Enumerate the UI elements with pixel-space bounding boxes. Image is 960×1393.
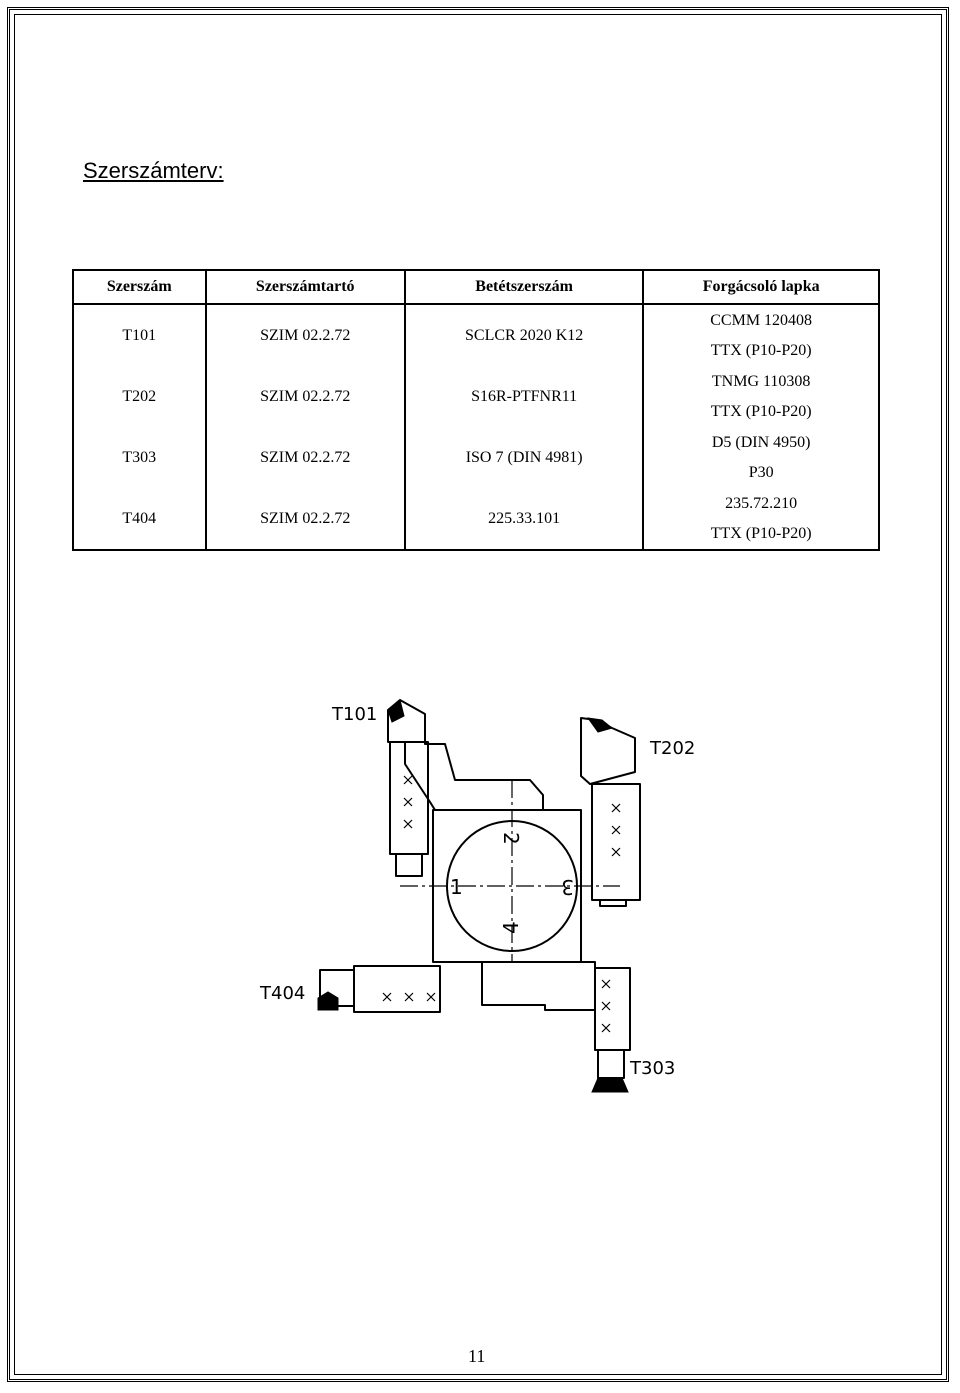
insert-line-1: CCMM 120408	[710, 311, 813, 329]
label-t101: T101	[331, 704, 377, 725]
position-1: 1	[450, 875, 463, 899]
insert-line-1: 235.72.210	[725, 494, 798, 512]
cell-insert-tool: S16R-PTFNR11	[403, 366, 644, 427]
insert-line-1: TNMG 110308	[711, 372, 811, 390]
insert-t101-icon	[387, 699, 405, 723]
tool-t303	[481, 961, 631, 1079]
label-t202: T202	[649, 738, 695, 759]
cell-tool: T404	[122, 509, 157, 527]
cell-holder: SZIM 02.2.72	[204, 488, 405, 550]
table-row: T303 SZIM 02.2.72 ISO 7 (DIN 4981) D5 (D…	[73, 427, 879, 488]
page-border-inner	[14, 14, 942, 1375]
label-t404: T404	[259, 983, 305, 1004]
tool-t202	[580, 717, 641, 907]
tool-table: Szerszám Szerszámtartó Betétszerszám For…	[72, 269, 880, 551]
insert-line-2: P30	[748, 463, 774, 481]
position-4: 4	[499, 921, 523, 934]
insert-t303-icon	[591, 1077, 629, 1093]
position-2: 2	[499, 832, 523, 845]
clamp-crosses	[382, 775, 621, 1033]
label-t303: T303	[629, 1058, 675, 1079]
cell-insert-tool: ISO 7 (DIN 4981)	[403, 427, 644, 488]
cell-insert-tool: SCLCR 2020 K12	[403, 304, 644, 366]
insert-t404-icon	[317, 991, 339, 1011]
insert-line-1: D5 (DIN 4950)	[711, 433, 811, 451]
header-insert-tool: Betétszerszám	[403, 269, 645, 305]
table-row: T202 SZIM 02.2.72 S16R-PTFNR11 TNMG 1103…	[73, 366, 879, 427]
page-number: 11	[468, 1346, 486, 1366]
cell-holder: SZIM 02.2.72	[204, 366, 405, 427]
cell-holder: SZIM 02.2.72	[204, 304, 405, 366]
tool-t101	[387, 699, 544, 877]
page-title: Szerszámterv:	[83, 158, 224, 183]
table-header-row: Szerszám Szerszámtartó Betétszerszám For…	[72, 269, 880, 305]
cell-tool: T303	[122, 448, 157, 466]
header-holder: Szerszámtartó	[204, 269, 406, 305]
insert-t202-icon	[586, 717, 614, 733]
header-cutting-insert: Forgácsoló lapka	[642, 269, 880, 305]
insert-line-2: TTX (P10-P20)	[710, 524, 812, 542]
insert-line-2: TTX (P10-P20)	[710, 341, 812, 359]
cell-cutting-insert: D5 (DIN 4950) P30	[642, 427, 879, 488]
header-tool: Szerszám	[72, 269, 207, 305]
turret-drawing: T101 T202 T303 T404 1 2 3 4	[259, 699, 695, 1093]
insert-line-2: TTX (P10-P20)	[710, 402, 812, 420]
table-row: T101 SZIM 02.2.72 SCLCR 2020 K12 CCMM 12…	[73, 304, 879, 366]
position-3: 3	[561, 875, 574, 899]
cell-holder: SZIM 02.2.72	[204, 427, 405, 488]
cell-insert-tool: 225.33.101	[403, 488, 644, 550]
cell-tool: T101	[122, 326, 157, 344]
page-border	[7, 7, 949, 1382]
cell-tool: T202	[122, 387, 157, 405]
